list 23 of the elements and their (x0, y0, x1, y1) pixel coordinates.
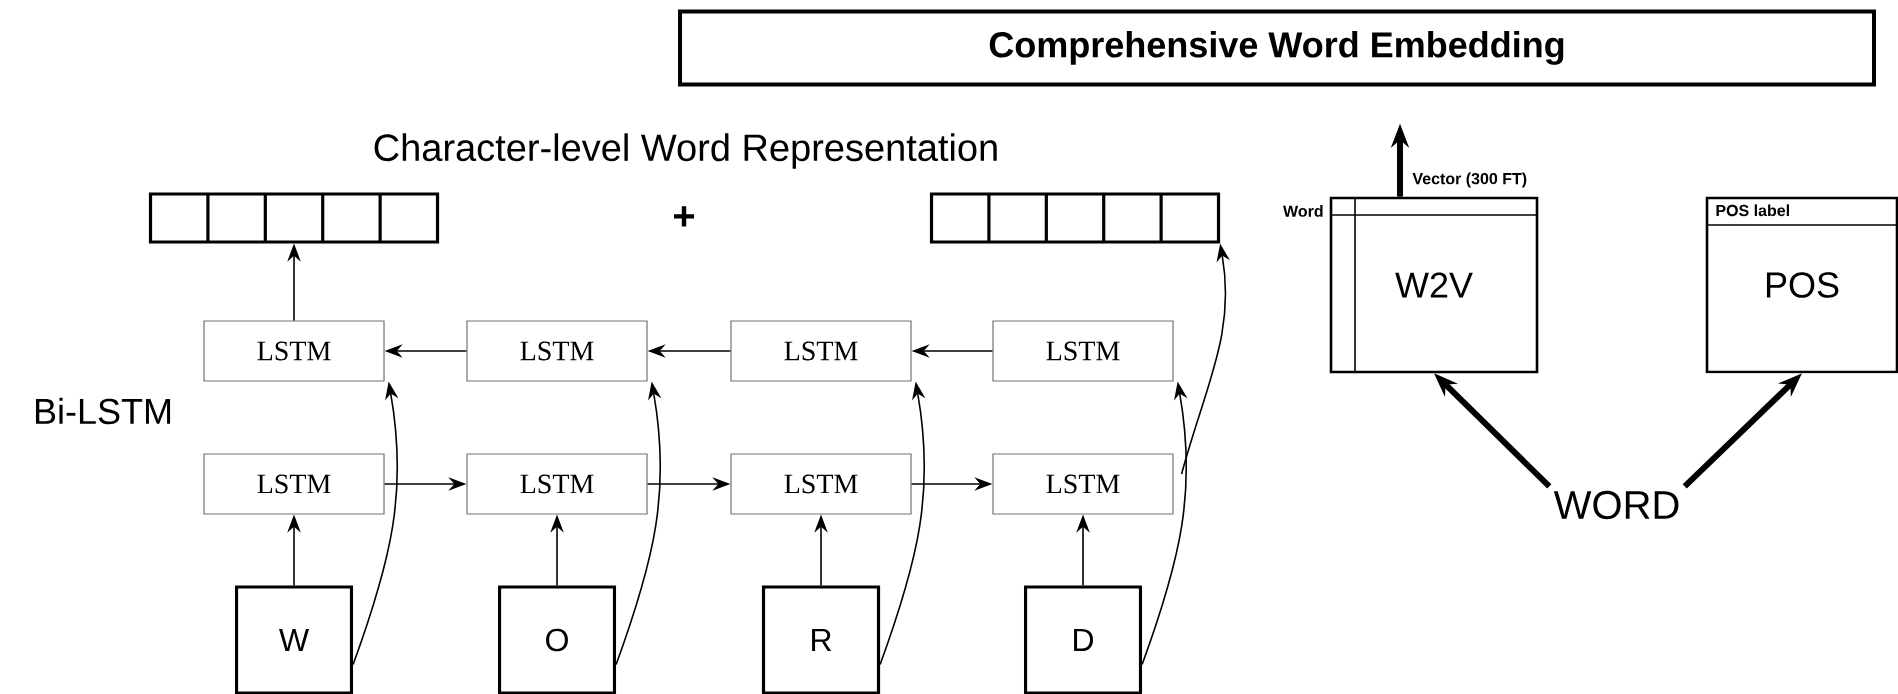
character-box: W (234, 585, 354, 694)
lstm-box: LSTM (730, 453, 912, 515)
vector-cells (929, 192, 1221, 244)
lstm-box: LSTM (992, 453, 1174, 515)
table-caption: Word (1283, 205, 1323, 217)
lstm-box: LSTM (466, 320, 648, 382)
character-box: R (761, 585, 881, 694)
lstm-box: LSTM (992, 320, 1174, 382)
character-box: O (497, 585, 617, 694)
word-text: WORD (1553, 490, 1679, 520)
character-box: D (1023, 585, 1143, 694)
lstm-box: LSTM (203, 320, 385, 382)
lstm-box: LSTM (466, 453, 648, 515)
pos-table: POS label POS (1705, 196, 1898, 374)
vector-cells (148, 192, 440, 244)
side-label: Bi-LSTM (35, 397, 171, 425)
lstm-box: LSTM (730, 320, 912, 382)
heading-text: Character-level Word Representation (374, 133, 997, 169)
embedding-table: W2V (1329, 196, 1539, 374)
plus-sign: + (674, 206, 695, 227)
table-caption: Vector (300 FT) (1412, 172, 1527, 188)
lstm-box: LSTM (203, 453, 385, 515)
title-box: Comprehensive Word Embedding (678, 9, 1876, 87)
